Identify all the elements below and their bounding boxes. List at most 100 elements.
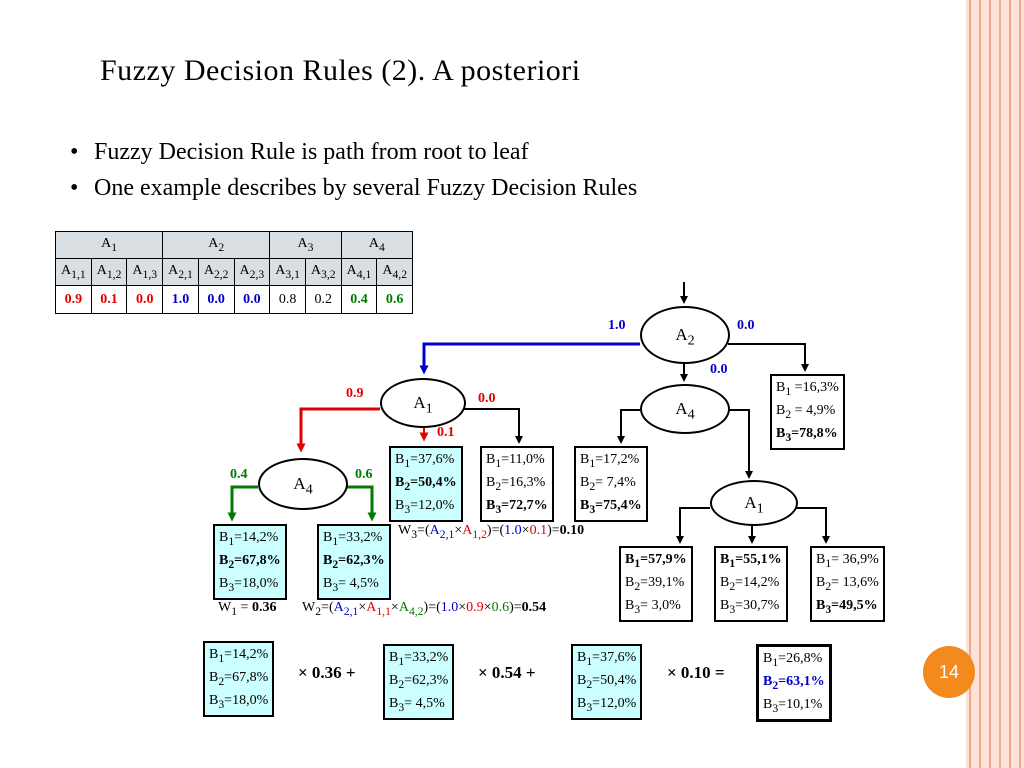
equation-box-1: B1=14,2% B2=67,8% B3=18,0% [203,641,275,718]
edge-label: 0.0 [710,362,728,377]
leaf-a1-middle: B1=37,6% B2=50,4% B3=12,0% [389,446,463,523]
leaf-line: B1=37,6% [395,452,455,470]
leaf-line: B3= 4,5% [389,695,445,714]
leaf-line: B3=30,7% [720,597,780,616]
leaf-line: B1=37,6% [577,650,637,668]
edge-a1b-left [676,507,710,544]
leaf-line: B2=62,3% [323,552,385,571]
sub-header: A1,1 [55,258,92,286]
leaf-line: B3=75,4% [580,497,642,516]
node-label: A1 [413,393,433,417]
edge-root-right [728,343,809,372]
leaf-line: B2=50,4% [577,672,637,691]
leaf-a1-bottom-middle: B1=55,1% B2=14,2% B3=30,7% [714,546,788,623]
membership-value: 0.0 [126,285,164,314]
edge-mid-a4-right [728,409,753,479]
edge-a4-left [227,485,258,522]
equation-operator: × 0.36 + [298,663,356,682]
leaf-line: B3=12,0% [395,497,455,516]
sub-header: A2,1 [162,258,199,286]
bullet-list: • Fuzzy Decision Rule is path from root t… [70,134,637,206]
leaf-line: B3= 4,5% [323,575,379,594]
leaf-a4-left: B1=14,2% B2=67,8% B3=18,0% [213,524,287,601]
leaf-line: B1=17,2% [580,452,640,470]
table-header-row: A1 A2 A3 A4 [54,231,414,259]
node-label: A4 [675,399,695,423]
leaf-line: B2= 7,4% [580,474,636,493]
leaf-line: B2=39,1% [625,574,685,593]
equation-box-2: B1=33,2% B2=62,3% B3= 4,5% [383,644,455,721]
membership-table: A1 A2 A3 A4 A1,1 A1,2 A1,3 A2,1 A2,2 A2,… [54,231,414,314]
leaf-line: B3=78,8% [776,425,838,444]
table-subheader-row: A1,1 A1,2 A1,3 A2,1 A2,2 A2,3 A3,1 A3,2 … [55,258,414,286]
leaf-a1-right: B1=11,0% B2=16,3% B3=72,7% [480,446,554,523]
edge-label: 0.1 [437,425,455,440]
membership-value: 1.0 [162,285,199,314]
node-a1-bottom-right: A1 [710,480,798,526]
node-a4-bottom-left: A4 [258,458,348,510]
leaf-line: B3=18,0% [219,575,279,594]
leaf-line: B2=67,8% [219,552,281,571]
node-label: A1 [744,493,764,517]
edge-label: 0.4 [230,467,248,482]
membership-value: 0.0 [233,285,271,314]
leaf-line: B1=57,9% [625,552,687,570]
leaf-line: B2=62,3% [389,672,449,691]
edge-label: 0.0 [737,318,755,333]
leaf-a1-bottom-left: B1=57,9% B2=39,1% B3= 3,0% [619,546,693,623]
leaf-line: B3=72,7% [486,497,548,516]
edge-a1-left [296,407,380,453]
root-node-a2: A2 [640,306,730,364]
bullet-text: Fuzzy Decision Rule is path from root to… [94,139,529,165]
leaf-line: B3=10,1% [763,696,823,715]
bullet-dot: • [70,139,79,165]
edge-label: 0.0 [478,391,496,406]
leaf-a2-right: B1 =16,3% B2 = 4,9% B3=78,8% [770,374,845,451]
leaf-line: B3=49,5% [816,597,878,616]
bullet-item: •One example describes by several Fuzzy … [70,170,637,206]
sub-header: A3,1 [269,258,306,286]
edge-label: 1.0 [608,318,626,333]
leaf-line: B1=33,2% [323,530,383,548]
edge-a1-right [464,408,523,444]
leaf-line: B1 =16,3% [776,380,839,398]
leaf-line: B1=11,0% [486,452,545,470]
leaf-line: B2 = 4,9% [776,402,836,421]
group-header: A3 [269,231,342,259]
bullet-item: • Fuzzy Decision Rule is path from root t… [70,134,637,170]
weight-w3: W3=(A2,1×A1,2)=(1.0×0.1)=0.10 [398,523,585,541]
leaf-line: B2=16,3% [486,474,546,493]
leaf-line: B3=18,0% [209,692,269,711]
leaf-line: B2=63,1% [763,673,825,692]
node-label: A4 [293,474,313,498]
node-a1: A1 [380,378,466,428]
group-header: A4 [340,231,414,259]
node-a4-middle: A4 [640,384,730,434]
node-label: A2 [675,325,695,349]
equation-box-3: B1=37,6% B2=50,4% B3=12,0% [571,644,643,721]
leaf-a4-right: B1=33,2% B2=62,3% B3= 4,5% [317,524,391,601]
equation-operator: × 0.10 = [667,663,725,682]
table-value-row: 0.9 0.1 0.0 1.0 0.0 0.0 0.8 0.2 0.4 0.6 [55,285,414,314]
leaf-line: B3=12,0% [577,695,637,714]
membership-value: 0.1 [90,285,128,314]
edge-a1b-right [796,507,830,544]
leaf-line: B1= 36,9% [816,552,879,570]
leaf-a4-middle-left: B1=17,2% B2= 7,4% B3=75,4% [574,446,648,523]
membership-value: 0.8 [269,285,306,314]
edge-label: 0.6 [355,467,373,482]
leaf-a1-bottom-right: B1= 36,9% B2= 13,6% B3=49,5% [810,546,885,623]
sub-header: A2,3 [233,258,271,286]
leaf-line: B2=50,4% [395,474,457,493]
weight-w2: W2=(A2,1×A1,1×A4,2)=(1.0×0.9×0.6)=0.54 [302,600,547,618]
leaf-line: B1=33,2% [389,650,449,668]
group-header: A1 [54,231,164,259]
edge-root-left [419,342,640,375]
slide-title: Fuzzy Decision Rules (2). A posteriori [100,54,581,87]
equation-result: B1=26,8% B2=63,1% B3=10,1% [756,644,832,723]
leaf-line: B3= 3,0% [625,597,681,616]
weight-w1: W1 = 0.36 [218,600,277,618]
leaf-line: B2=14,2% [720,574,780,593]
decorative-stripes [966,0,1024,768]
bullet-dot: • [70,175,79,201]
